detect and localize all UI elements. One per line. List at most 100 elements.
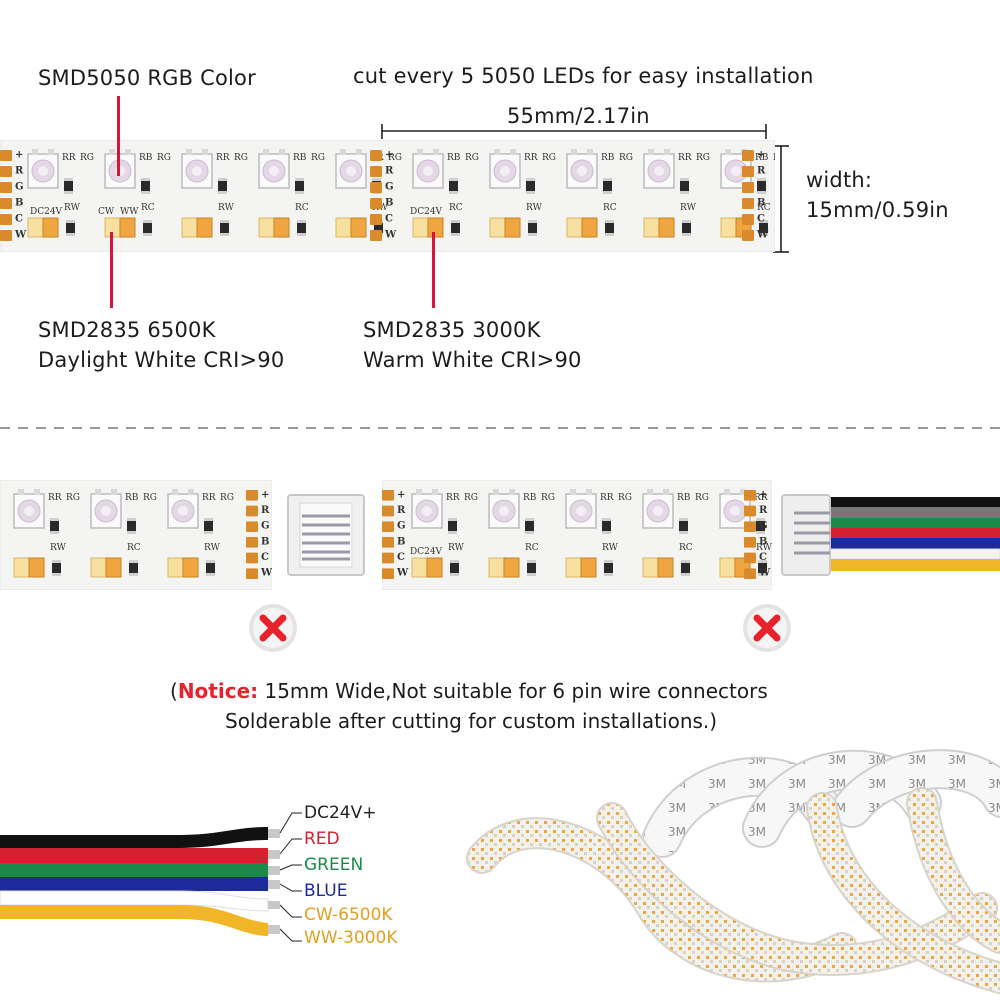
resistor (525, 518, 534, 534)
resistor (758, 560, 767, 576)
pad-label: R (759, 505, 768, 516)
pcb-marking: RG (696, 153, 710, 163)
pcb-marking: RC (141, 203, 155, 213)
resistor (141, 178, 150, 194)
callout-line-cw (110, 232, 113, 308)
cw-led (258, 217, 275, 238)
cw-led (566, 217, 583, 238)
width-label-value: 15mm/0.59in (806, 198, 949, 222)
resistor (679, 518, 688, 534)
smd5050-rgb-led (489, 149, 521, 189)
solder-pad (0, 214, 12, 225)
pad-label: + (15, 150, 23, 161)
smd5050-rgb-led (13, 489, 45, 529)
section-divider (0, 427, 1000, 429)
resistor (604, 560, 613, 576)
pcb-marking: RB (755, 153, 769, 163)
resistor (295, 178, 304, 194)
pcb-marking: RC (295, 203, 309, 213)
ww-led (504, 217, 521, 238)
width-label-title: width: (806, 168, 873, 192)
pad-label: B (385, 198, 393, 209)
pad-label: + (757, 150, 765, 161)
solder-pad (742, 214, 754, 225)
pcb-marking: RC (525, 543, 539, 553)
solder-pad (0, 198, 12, 209)
solder-pad (742, 150, 754, 161)
resistor (602, 518, 611, 534)
pcb-marking: DC24V (410, 547, 443, 557)
solder-pad (0, 150, 12, 161)
ww-led (503, 557, 520, 578)
smd5050-rgb-led (27, 149, 59, 189)
resistor (526, 178, 535, 194)
resistor (681, 560, 690, 576)
solder-pad (370, 230, 382, 241)
pcb-marking: RG (143, 493, 157, 503)
solder-pad (382, 568, 394, 579)
pad-label: R (397, 505, 406, 516)
ww-led (196, 217, 213, 238)
resistor (603, 178, 612, 194)
resistor (127, 518, 136, 534)
pad-label: R (757, 166, 766, 177)
solder-pad (744, 552, 756, 564)
resistor (66, 220, 75, 236)
solder-pad (370, 150, 382, 161)
pad-label: C (757, 214, 765, 225)
ww-led (119, 217, 136, 238)
solder-pad (382, 505, 394, 517)
pad-label: W (758, 568, 771, 579)
pcb-marking: DC24V (410, 207, 443, 217)
not-suitable-cross-icon (743, 604, 791, 652)
pcb-marking: RG (618, 493, 632, 503)
pcb-marking: RW (448, 543, 465, 553)
smd5050-rgb-led (90, 489, 122, 529)
solder-pad (246, 490, 258, 501)
pcb-marking: RG (773, 153, 775, 163)
pcb-marking: RR (678, 153, 692, 163)
solder-pad (742, 198, 754, 209)
smd5050-rgb-led (181, 149, 213, 189)
solder-pad (0, 166, 12, 177)
pad-label: + (261, 489, 269, 500)
resistor (206, 560, 215, 576)
led-strip-reel-image: 3M (466, 749, 1000, 994)
pcb-marking: RC (757, 203, 771, 213)
wire-bundle (0, 812, 302, 942)
pcb-marking: RR (524, 153, 538, 163)
segment-length-label: 55mm/2.17in (507, 104, 650, 128)
pcb-marking: RG (464, 493, 478, 503)
pcb-marking: RG (388, 153, 402, 163)
wire-label-red: RED (304, 829, 340, 849)
resistor (450, 560, 459, 576)
resistor (374, 220, 383, 236)
ww-led (42, 217, 59, 238)
pcb-marking: RW (50, 543, 67, 553)
cw-led (167, 557, 184, 578)
pad-label: B (397, 536, 405, 547)
solder-pad (744, 505, 756, 517)
cut-instruction-label: cut every 5 5050 LEDs for easy installat… (353, 64, 814, 88)
led-strip-top: RRRGRWRBRGRCRRRGRWRBRGRCRRRGRWRBRGRCRRRG… (0, 140, 775, 252)
pcb-marking: RR (62, 153, 76, 163)
callout-line-ww (432, 232, 435, 308)
pcb-marking: RC (679, 543, 693, 553)
pcb-marking: RG (220, 493, 234, 503)
pcb-marking: RB (523, 493, 537, 503)
pad-label: W (396, 568, 409, 579)
pad-label: W (384, 230, 397, 241)
ww-led (581, 217, 598, 238)
pcb-marking: RW (756, 543, 772, 553)
pcb-marking: RW (218, 203, 235, 213)
pcb-marking: RG (541, 493, 555, 503)
resistor (64, 178, 73, 194)
ww-led (658, 217, 675, 238)
resistor (527, 560, 536, 576)
cw-label-line2: Daylight White CRI>90 (38, 348, 285, 372)
wire-label-dc24v: DC24V+ (304, 803, 377, 823)
resistor (756, 518, 765, 534)
pcb-marking: RR (754, 493, 768, 503)
pcb-marking: RR (48, 493, 62, 503)
